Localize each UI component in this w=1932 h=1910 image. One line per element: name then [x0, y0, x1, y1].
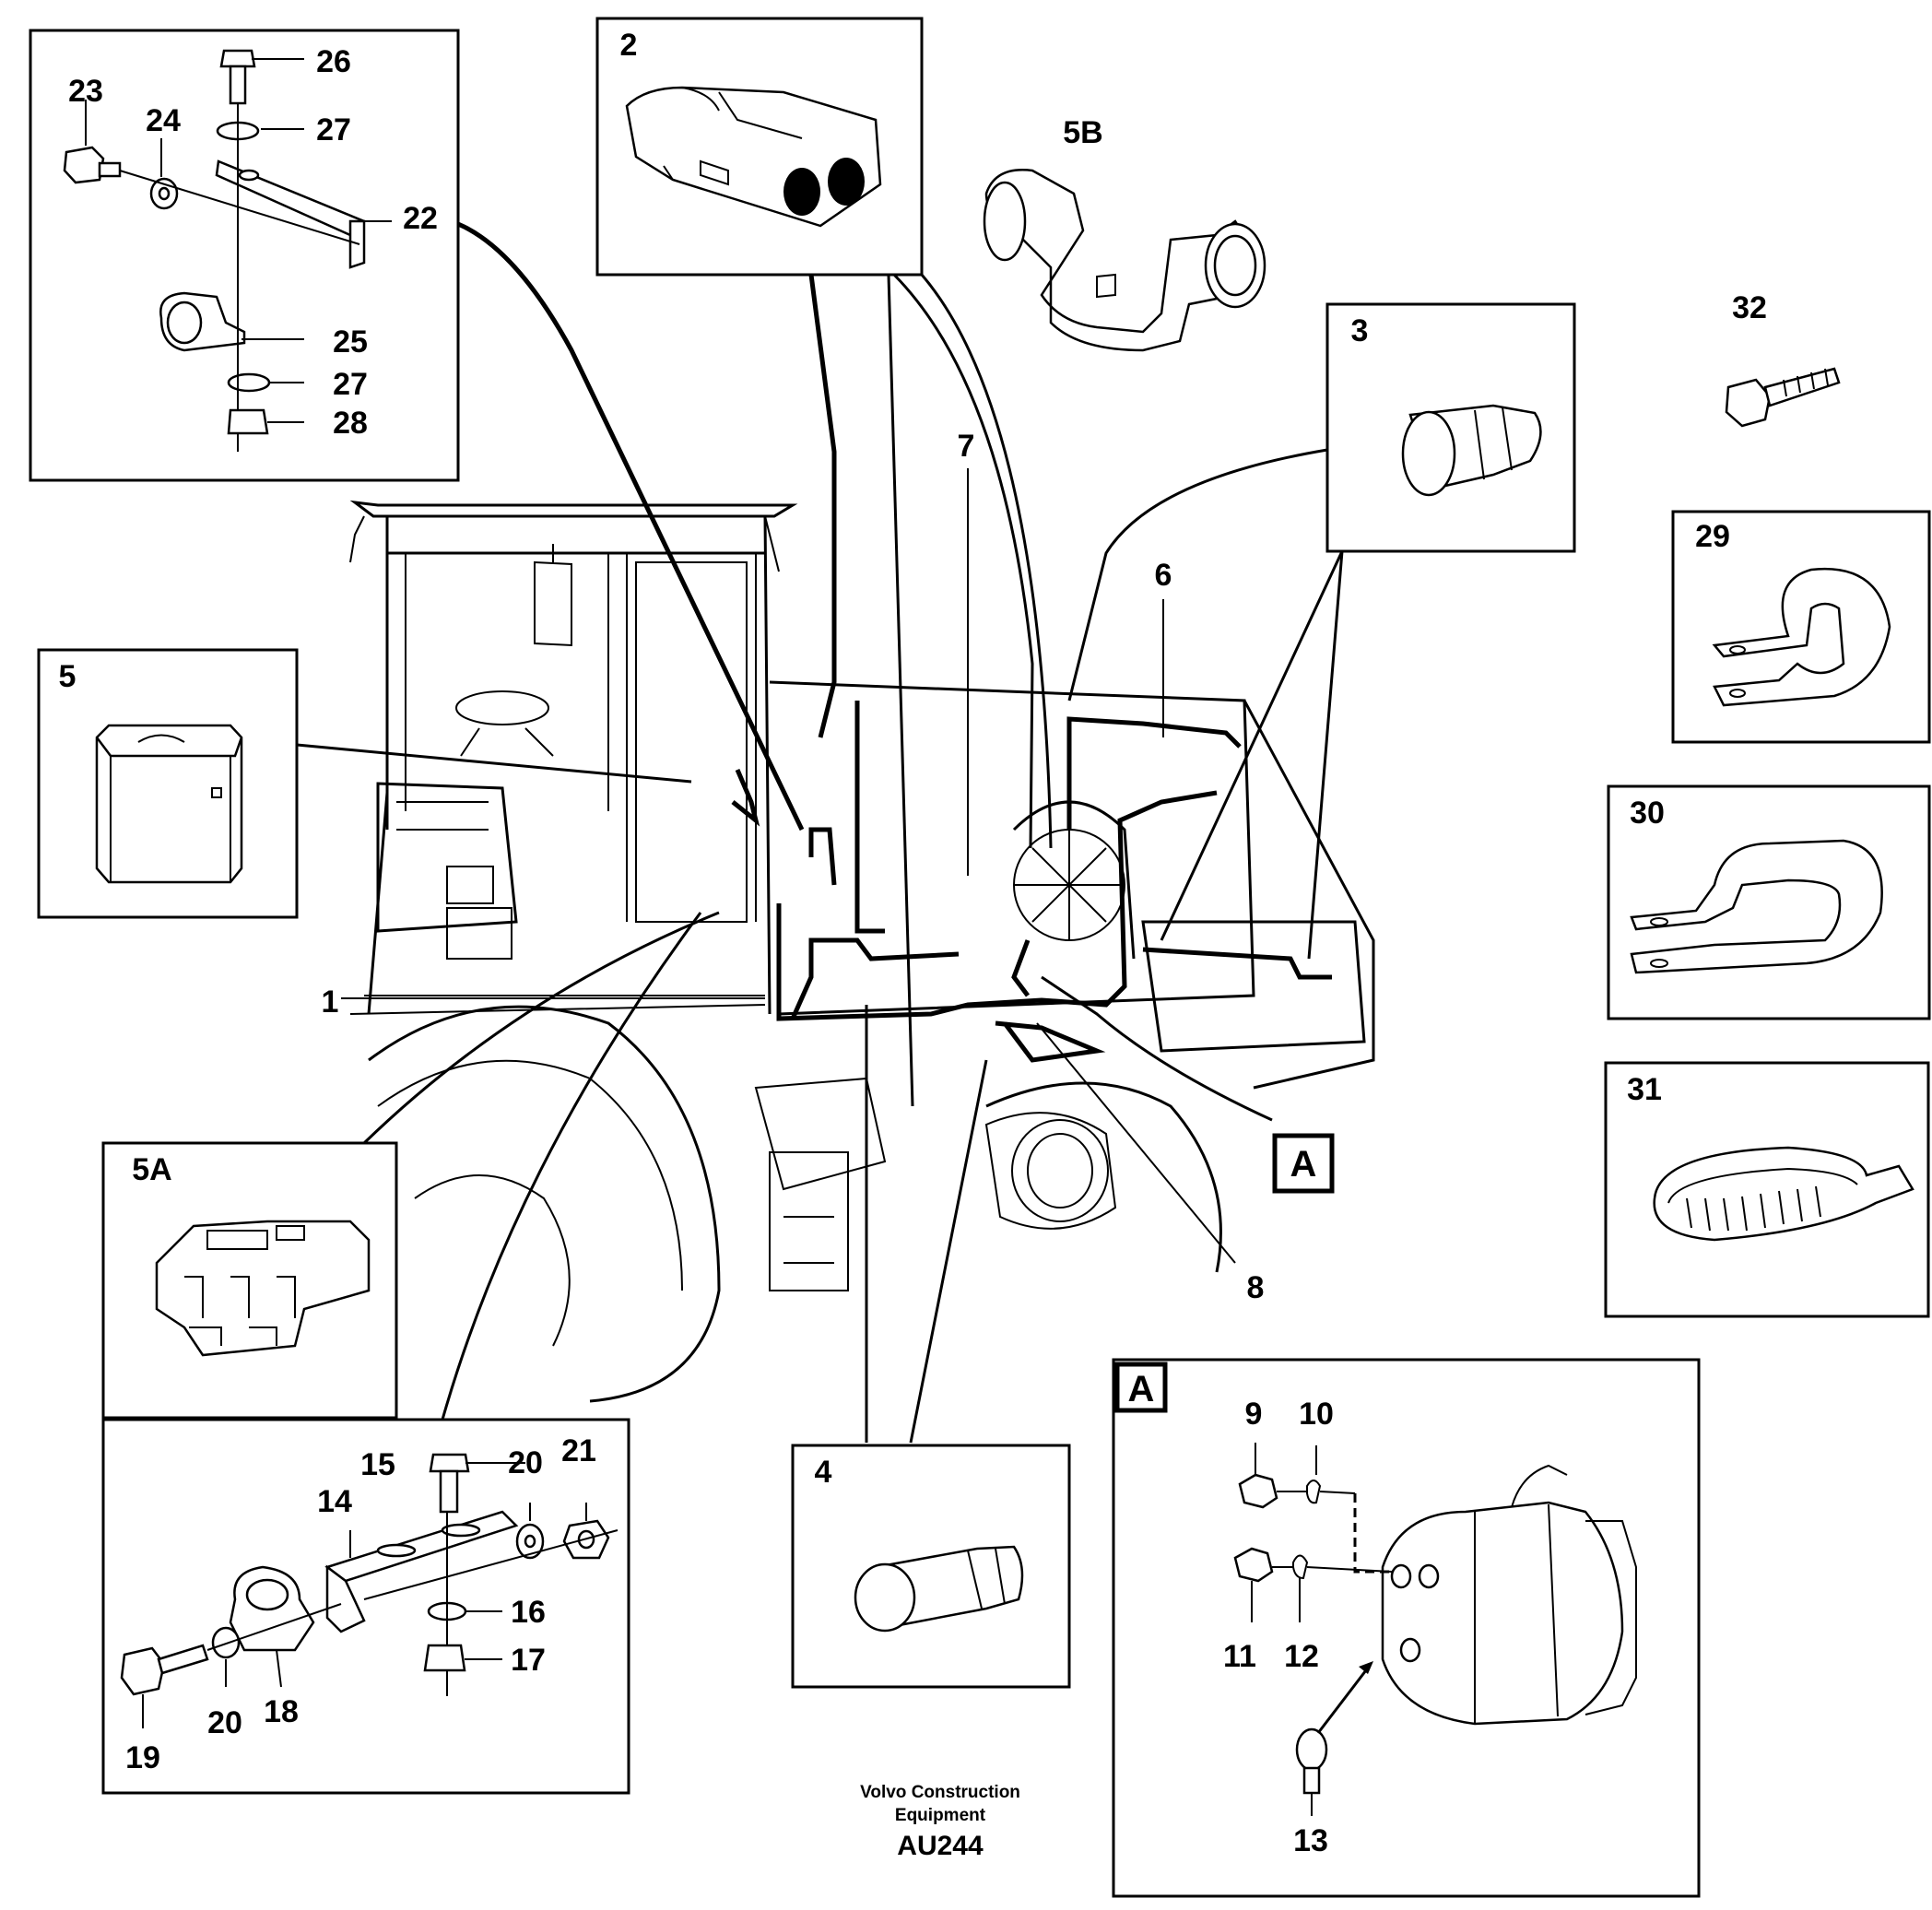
- callout-4: 4: [815, 1455, 832, 1490]
- footer-company-line2: Equipment: [895, 1806, 986, 1825]
- callout-31: 31: [1627, 1072, 1662, 1107]
- callout-20-right: 20: [508, 1445, 543, 1480]
- callout-10: 10: [1299, 1397, 1334, 1432]
- detail-box-3: [1325, 302, 1576, 553]
- callout-5A: 5A: [132, 1152, 171, 1187]
- detail-box-bracket-14: [101, 1418, 630, 1795]
- detail-box-31: [1604, 1061, 1930, 1318]
- callout-9: 9: [1245, 1397, 1263, 1432]
- screw-32: [1725, 367, 1841, 428]
- callout-20-left: 20: [207, 1705, 242, 1740]
- detail-box-5A: [101, 1141, 398, 1420]
- drawing-code: AU244: [897, 1831, 984, 1861]
- callout-13: 13: [1293, 1823, 1328, 1858]
- detail-box-5: [37, 648, 299, 919]
- detail-marker-A-label: A: [1290, 1144, 1317, 1185]
- callout-16: 16: [511, 1595, 546, 1630]
- detail-box-30: [1607, 784, 1931, 1020]
- machine-illustration: [349, 500, 1375, 1403]
- callout-21: 21: [561, 1433, 596, 1468]
- leader-lines: [296, 221, 1344, 1444]
- callout-11: 11: [1223, 1639, 1256, 1674]
- callout-22: 22: [403, 201, 438, 236]
- callout-5B: 5B: [1063, 115, 1102, 150]
- detail-marker-A: [1272, 1133, 1335, 1194]
- detail-box-4: [791, 1444, 1071, 1689]
- callout-27-upper: 27: [316, 112, 351, 147]
- callout-8: 8: [1247, 1270, 1265, 1305]
- detail-box-A-label-frame: [1114, 1362, 1168, 1413]
- callout-25: 25: [333, 324, 368, 360]
- footer-company: Volvo Construction: [860, 1783, 1020, 1802]
- callout-labels: 1 2 3 4 5 5A 5B 6 7 8 9 10 11 12 13 14 1…: [59, 28, 1767, 1858]
- callout-18: 18: [264, 1694, 299, 1729]
- callout-6: 6: [1155, 558, 1172, 593]
- callout-14: 14: [317, 1484, 352, 1519]
- callout-17: 17: [511, 1643, 546, 1678]
- callout-5: 5: [59, 659, 77, 694]
- detail-box-bracket-22: [29, 29, 460, 482]
- callout-29: 29: [1695, 519, 1730, 554]
- callout-2: 2: [620, 28, 638, 63]
- callout-30: 30: [1630, 796, 1665, 831]
- callout-12: 12: [1284, 1639, 1319, 1674]
- footer: Volvo Construction Equipment AU244: [860, 1783, 1020, 1861]
- detail-box-29: [1671, 510, 1931, 744]
- callout-28: 28: [333, 406, 368, 441]
- callout-3: 3: [1351, 313, 1369, 348]
- callout-1: 1: [322, 984, 339, 1020]
- callout-27-lower: 27: [333, 367, 368, 402]
- wiring-harness: [731, 701, 1332, 1063]
- detail-box-A-label: A: [1128, 1369, 1155, 1409]
- detail-box-2: [595, 17, 924, 277]
- callout-15: 15: [360, 1447, 395, 1482]
- elbow-fitting-5B: [983, 169, 1266, 352]
- callout-24: 24: [146, 103, 181, 138]
- callout-23: 23: [68, 74, 103, 109]
- callout-19: 19: [125, 1740, 160, 1775]
- callout-26: 26: [316, 44, 351, 79]
- detail-box-A: [1112, 1358, 1701, 1898]
- callout-7: 7: [958, 429, 975, 464]
- callout-32: 32: [1732, 290, 1767, 325]
